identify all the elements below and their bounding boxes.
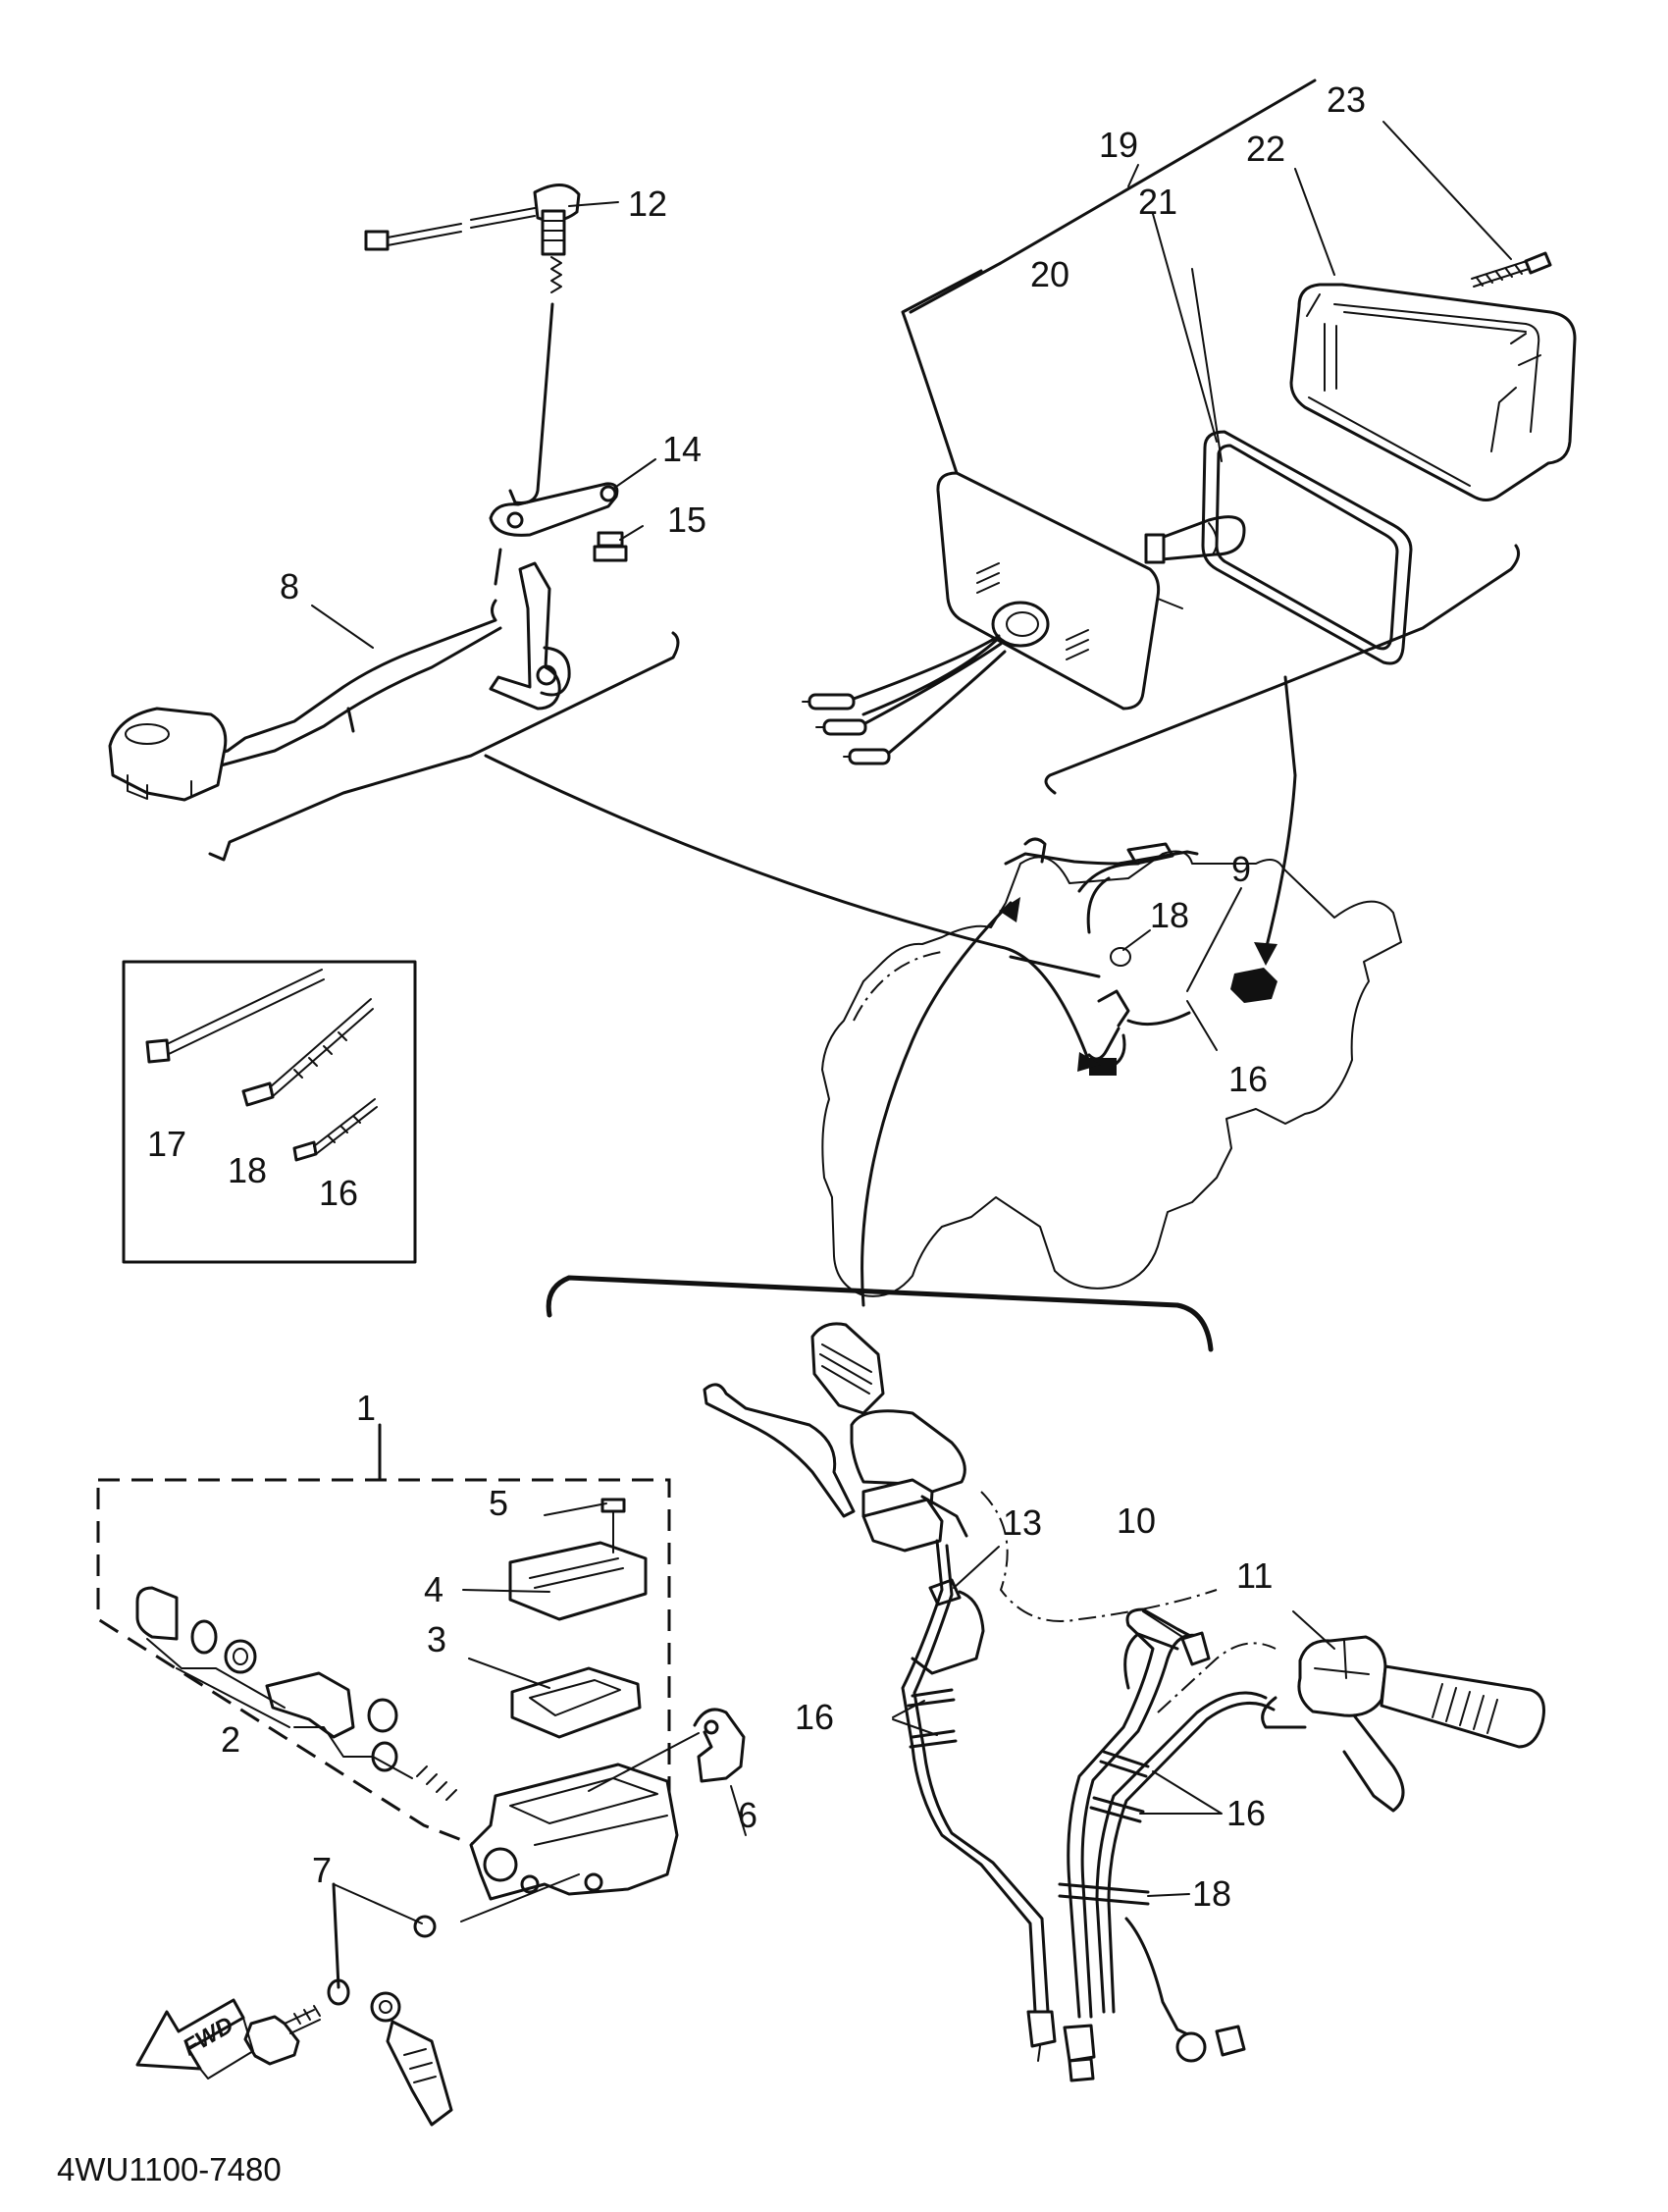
callout-11: 11	[1236, 1555, 1273, 1596]
callout-1: 1	[356, 1388, 376, 1428]
callout-6: 6	[738, 1795, 757, 1835]
callout-numbers: 1 2 3 4 5 6 7 8 9 10 11 12 13 14 15 16 1…	[147, 79, 1366, 1914]
callout-16-left: 16	[795, 1697, 834, 1737]
callout-16-right: 16	[1226, 1793, 1266, 1833]
callout-18-inset: 18	[228, 1150, 267, 1190]
callout-7: 7	[312, 1850, 332, 1890]
callout-14: 14	[662, 429, 702, 469]
callout-8: 8	[280, 566, 299, 606]
callout-18-atv: 18	[1150, 895, 1189, 935]
callout-23: 23	[1327, 79, 1366, 120]
callout-18-harness: 18	[1192, 1873, 1231, 1914]
fwd-arrow-icon: FWD	[135, 1998, 254, 2080]
callout-15: 15	[667, 500, 706, 540]
drawing-code: 4WU1100-7480	[57, 2151, 282, 2187]
callout-21: 21	[1138, 182, 1177, 222]
handlebar-harness-group	[546, 1275, 1545, 2082]
callout-16-atv: 16	[1228, 1059, 1268, 1099]
callout-9: 9	[1231, 849, 1251, 889]
callout-leaders	[311, 121, 1512, 1897]
callout-3: 3	[427, 1619, 446, 1659]
callout-12: 12	[628, 184, 667, 224]
callout-10: 10	[1117, 1501, 1156, 1541]
callout-16-inset: 16	[319, 1173, 358, 1213]
tail-light-group	[802, 79, 1577, 795]
callout-4: 4	[424, 1569, 443, 1609]
brake-pedal-group	[108, 184, 680, 862]
clamp-inset-box	[122, 960, 417, 1264]
callout-5: 5	[489, 1483, 508, 1523]
callout-22: 22	[1246, 129, 1285, 169]
callout-17: 17	[147, 1124, 186, 1164]
callout-13: 13	[1003, 1502, 1042, 1543]
atv-silhouette	[821, 837, 1402, 1297]
leader-curves	[484, 675, 1297, 1307]
callout-2: 2	[221, 1719, 240, 1760]
callout-20: 20	[1030, 254, 1069, 294]
callout-19: 19	[1099, 125, 1138, 165]
master-cylinder-group: FWD	[96, 1423, 746, 2127]
